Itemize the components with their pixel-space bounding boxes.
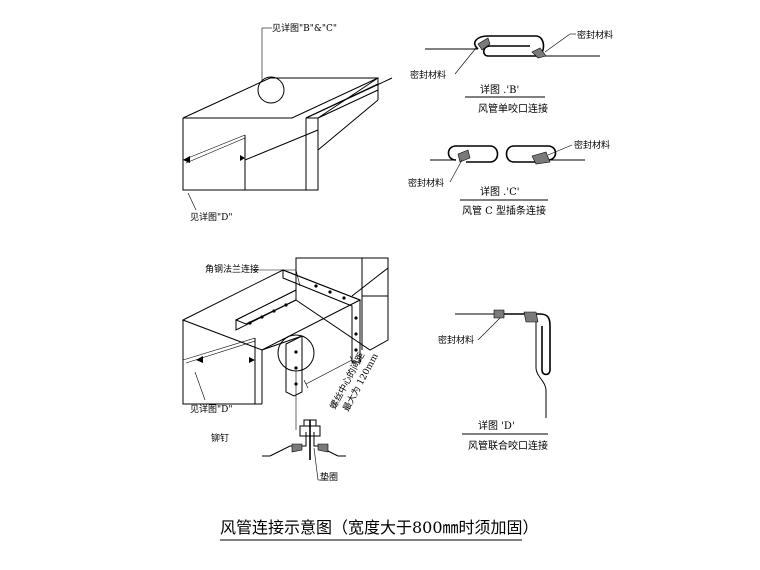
label-seal-c-right: 密封材料 <box>574 139 610 151</box>
flange-section-detail <box>262 419 346 481</box>
label-seal-d: 密封材料 <box>438 334 474 346</box>
detail-c-caption: 风管 C 型插条连接 <box>462 204 546 217</box>
detail-b-seam <box>425 33 600 75</box>
label-angle-flange: 角钢法兰连接 <box>205 263 259 275</box>
label-see-detail-d-bottom: 见详图"D" <box>190 403 233 415</box>
label-seal-b-left: 密封材料 <box>410 69 446 81</box>
flanged-duct-assembly <box>181 257 389 430</box>
detail-b-caption: 风管单咬口连接 <box>478 102 548 115</box>
detail-c-title: 详图 .'C' <box>480 185 520 198</box>
upper-duct-assembly <box>182 27 393 211</box>
detail-d-seam <box>455 309 551 418</box>
drawing-title: 风管连接示意图（宽度大于800㎜时须加固） <box>220 518 539 537</box>
label-gasket: 垫圈 <box>320 471 338 483</box>
detail-d-title: 详图 'D' <box>478 419 515 432</box>
label-seal-b-right: 密封材料 <box>577 29 613 41</box>
label-rivet: 铆钉 <box>211 432 229 444</box>
detail-d-caption: 风管联合咬口连接 <box>468 439 548 452</box>
detail-c-seam <box>430 144 585 183</box>
label-seal-c-left: 密封材料 <box>408 177 444 189</box>
detail-b-title: 详图 .'B' <box>480 83 519 96</box>
label-see-detail-d-top: 见详图"D" <box>190 211 233 223</box>
label-see-detail-b-c: 见详图"B"&"C" <box>272 22 337 34</box>
